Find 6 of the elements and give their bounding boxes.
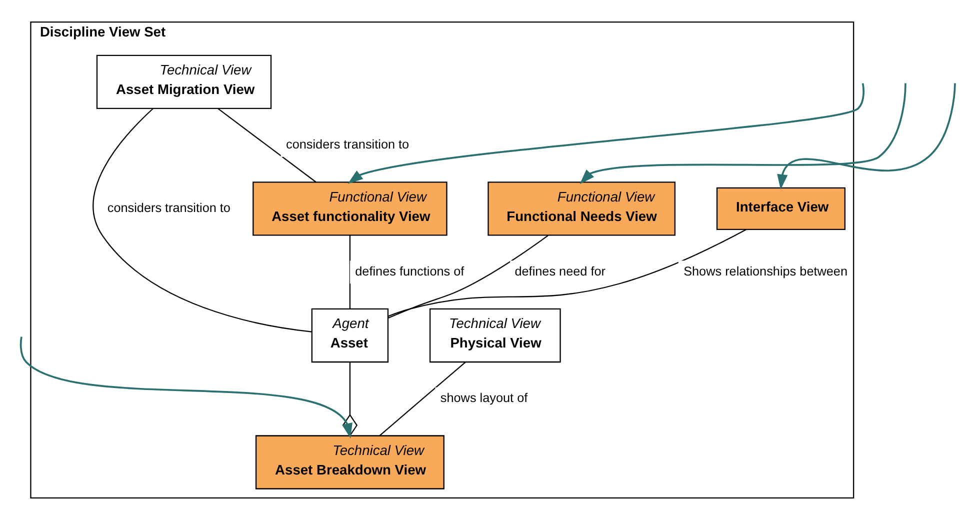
edge-label: Shows relationships between (684, 264, 848, 278)
edge-label: defines functions of (355, 264, 464, 278)
edge-label: considers transition to (107, 200, 230, 215)
edge-label: considers transition to (286, 138, 410, 152)
edge-label: shows layout of (440, 391, 528, 406)
edge-label: defines need for (514, 264, 606, 278)
